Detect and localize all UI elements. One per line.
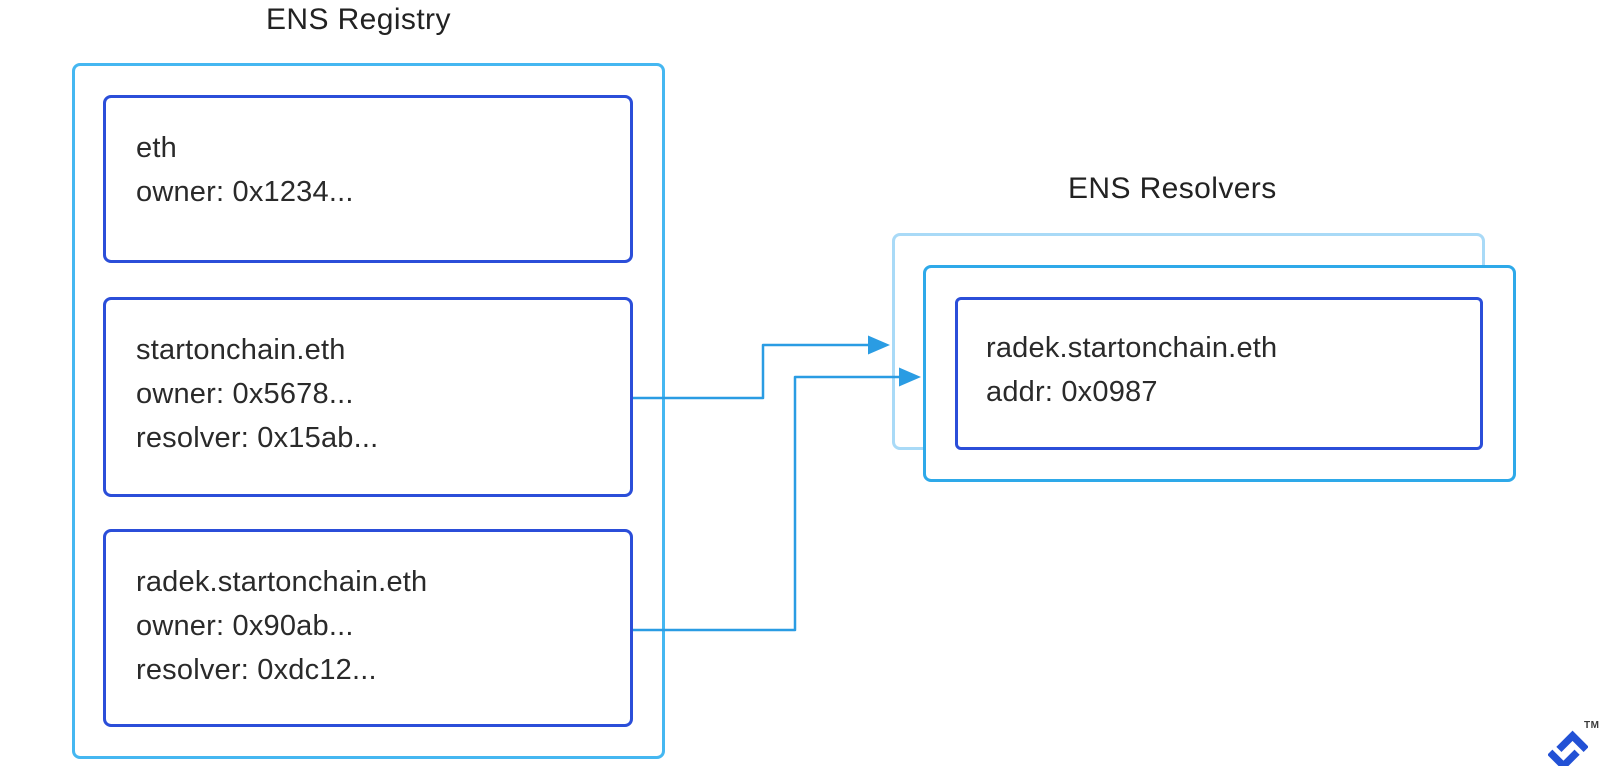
node-owner-label: owner: 0x5678... [136,378,354,410]
node-resolver-label: resolver: 0xdc12... [136,654,377,686]
registry-node-radek: radek.startonchain.eth owner: 0x90ab... … [103,529,633,727]
node-owner-label: owner: 0x1234... [136,176,354,208]
resolver-record-box: radek.startonchain.eth addr: 0x0987 [955,297,1483,450]
record-addr-label: addr: 0x0987 [986,376,1158,408]
toptal-logo-icon [1548,730,1588,766]
toptal-logo: TM [1548,720,1600,770]
registry-title: ENS Registry [266,3,451,36]
arrowhead-icon [868,335,890,355]
registry-node-startonchain: startonchain.eth owner: 0x5678... resolv… [103,297,633,497]
record-name-label: radek.startonchain.eth [986,332,1278,364]
resolvers-title: ENS Resolvers [1068,172,1277,205]
arrow-radek-to-resolver [633,375,900,632]
node-name-label: radek.startonchain.eth [136,566,428,598]
node-owner-label: owner: 0x90ab... [136,610,354,642]
node-resolver-label: resolver: 0x15ab... [136,422,379,454]
registry-node-eth: eth owner: 0x1234... [103,95,633,263]
trademark-label: TM [1584,720,1600,731]
arrow-startonchain-to-resolver [633,343,869,400]
node-name-label: eth [136,132,177,164]
node-name-label: startonchain.eth [136,334,346,366]
